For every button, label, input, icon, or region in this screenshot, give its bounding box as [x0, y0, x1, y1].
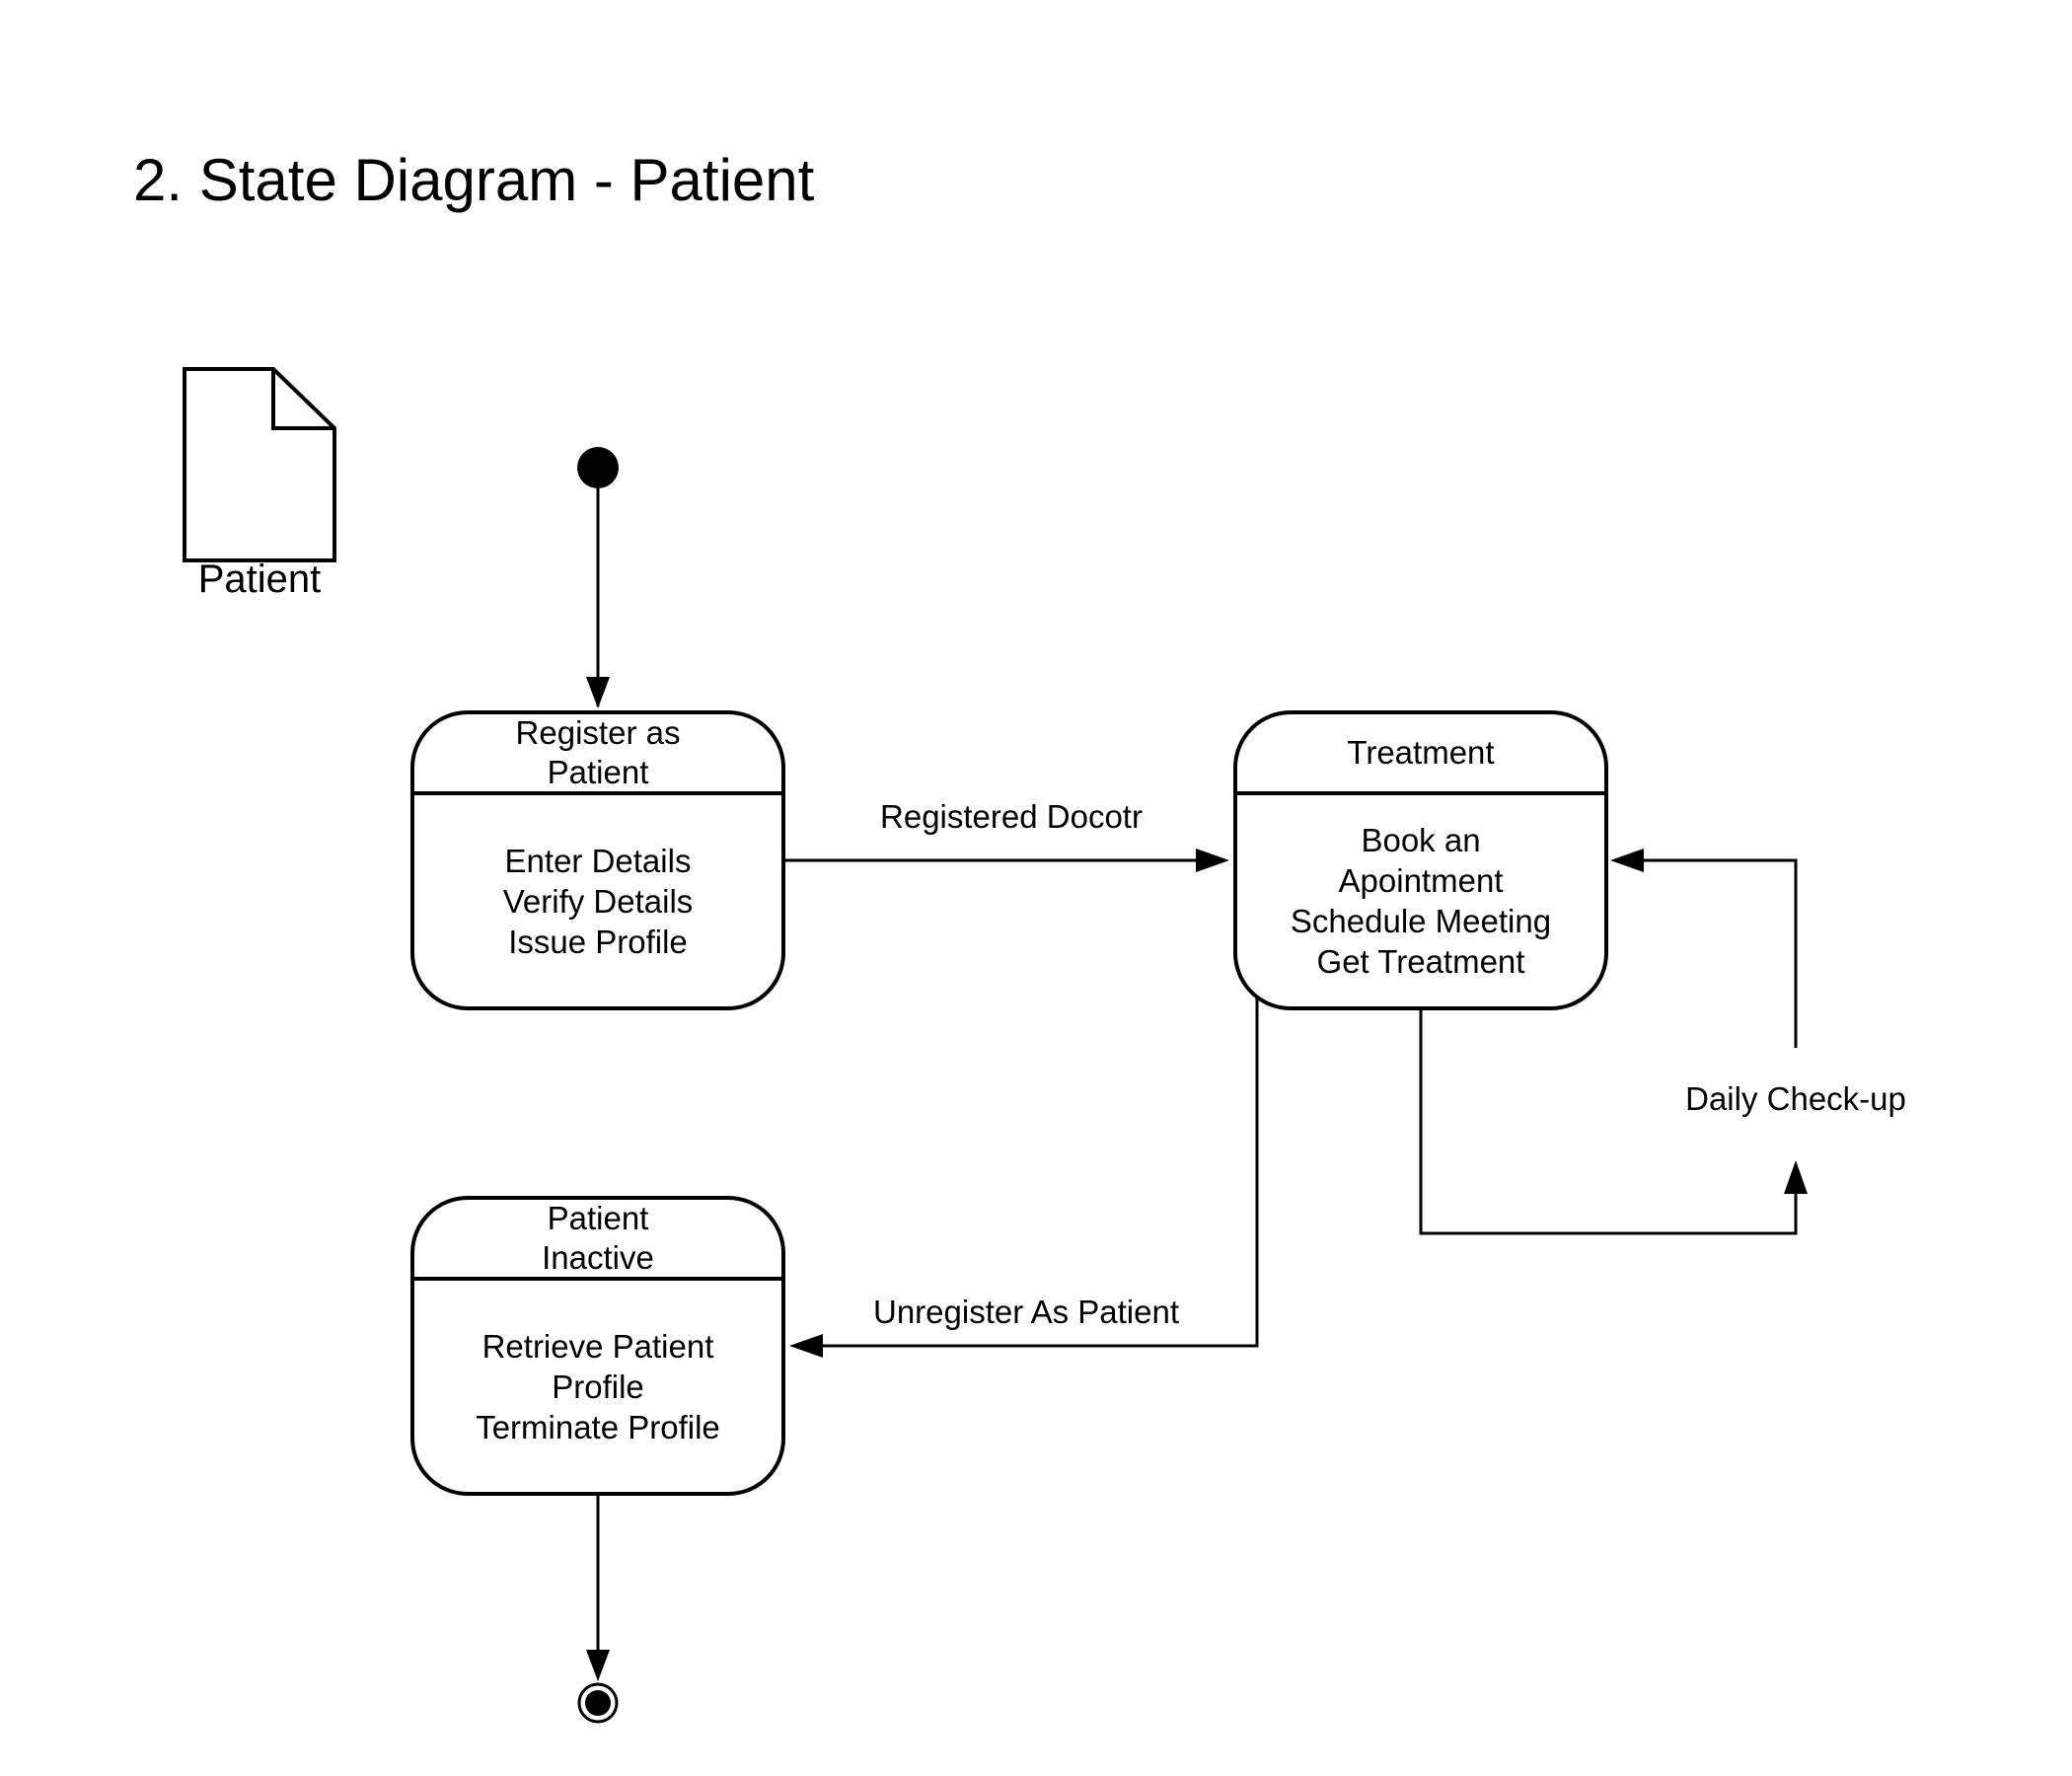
- state-activities: Enter Details Verify Details Issue Profi…: [414, 795, 781, 1006]
- document-caption: Patient: [197, 557, 322, 601]
- state-title-line: Inactive: [542, 1239, 654, 1276]
- unregister-transition-arrow: [797, 997, 1259, 1348]
- activity-item: Profile: [552, 1368, 644, 1405]
- activity-item: Verify Details: [502, 882, 694, 920]
- activity-item: Schedule Meeting: [1290, 903, 1552, 939]
- transition-label-daily-checkup: Daily Check-up: [1667, 1079, 1924, 1119]
- state-activities: Book an Apointment Schedule Meeting Get …: [1237, 795, 1604, 1006]
- state-title: Treatment: [1347, 734, 1495, 771]
- activity-item: Apointment: [1338, 862, 1504, 899]
- daily-checkup-loop-upper: [1638, 858, 1798, 1048]
- state-patient-inactive: Patient Inactive Retrieve Patient Profil…: [410, 1196, 785, 1496]
- document-icon: [183, 367, 336, 562]
- state-header: Treatment: [1237, 714, 1604, 795]
- state-header: Patient Inactive: [414, 1200, 781, 1281]
- state-treatment: Treatment Book an Apointment Schedule Me…: [1233, 710, 1608, 1010]
- activity-item: Book an: [1361, 822, 1481, 858]
- daily-checkup-loop-lower-arrowhead: [1784, 1160, 1808, 1194]
- activity-item: Get Treatment: [1316, 943, 1525, 980]
- page-title: 2. State Diagram - Patient: [133, 147, 815, 213]
- transition-label-registered: Registered Docotr: [868, 797, 1154, 837]
- initial-state-node: [577, 447, 619, 488]
- state-activities: Retrieve Patient Profile Terminate Profi…: [414, 1281, 781, 1492]
- activity-item: Issue Profile: [508, 923, 688, 960]
- state-title-line: Patient: [547, 754, 649, 790]
- transition-label-unregister: Unregister As Patient: [858, 1293, 1194, 1332]
- initial-transition-arrowhead: [586, 677, 610, 708]
- registered-transition-arrowhead: [1196, 849, 1229, 872]
- state-title-line: Register as: [515, 714, 681, 751]
- final-state-inner-dot: [585, 1690, 611, 1716]
- activity-item: Terminate Profile: [476, 1408, 720, 1445]
- daily-checkup-loop-lower: [1419, 1010, 1798, 1235]
- state-register-as-patient: Register as Patient Enter Details Verify…: [410, 710, 785, 1010]
- state-header: Register as Patient: [414, 714, 781, 795]
- final-transition-arrowhead: [586, 1650, 610, 1681]
- daily-checkup-loop-upper-arrowhead: [1610, 849, 1644, 872]
- activity-item: Enter Details: [504, 842, 692, 879]
- activity-item: Retrieve Patient: [481, 1327, 714, 1365]
- state-title-line: Patient: [547, 1200, 649, 1236]
- unregister-transition-arrowhead: [789, 1334, 823, 1358]
